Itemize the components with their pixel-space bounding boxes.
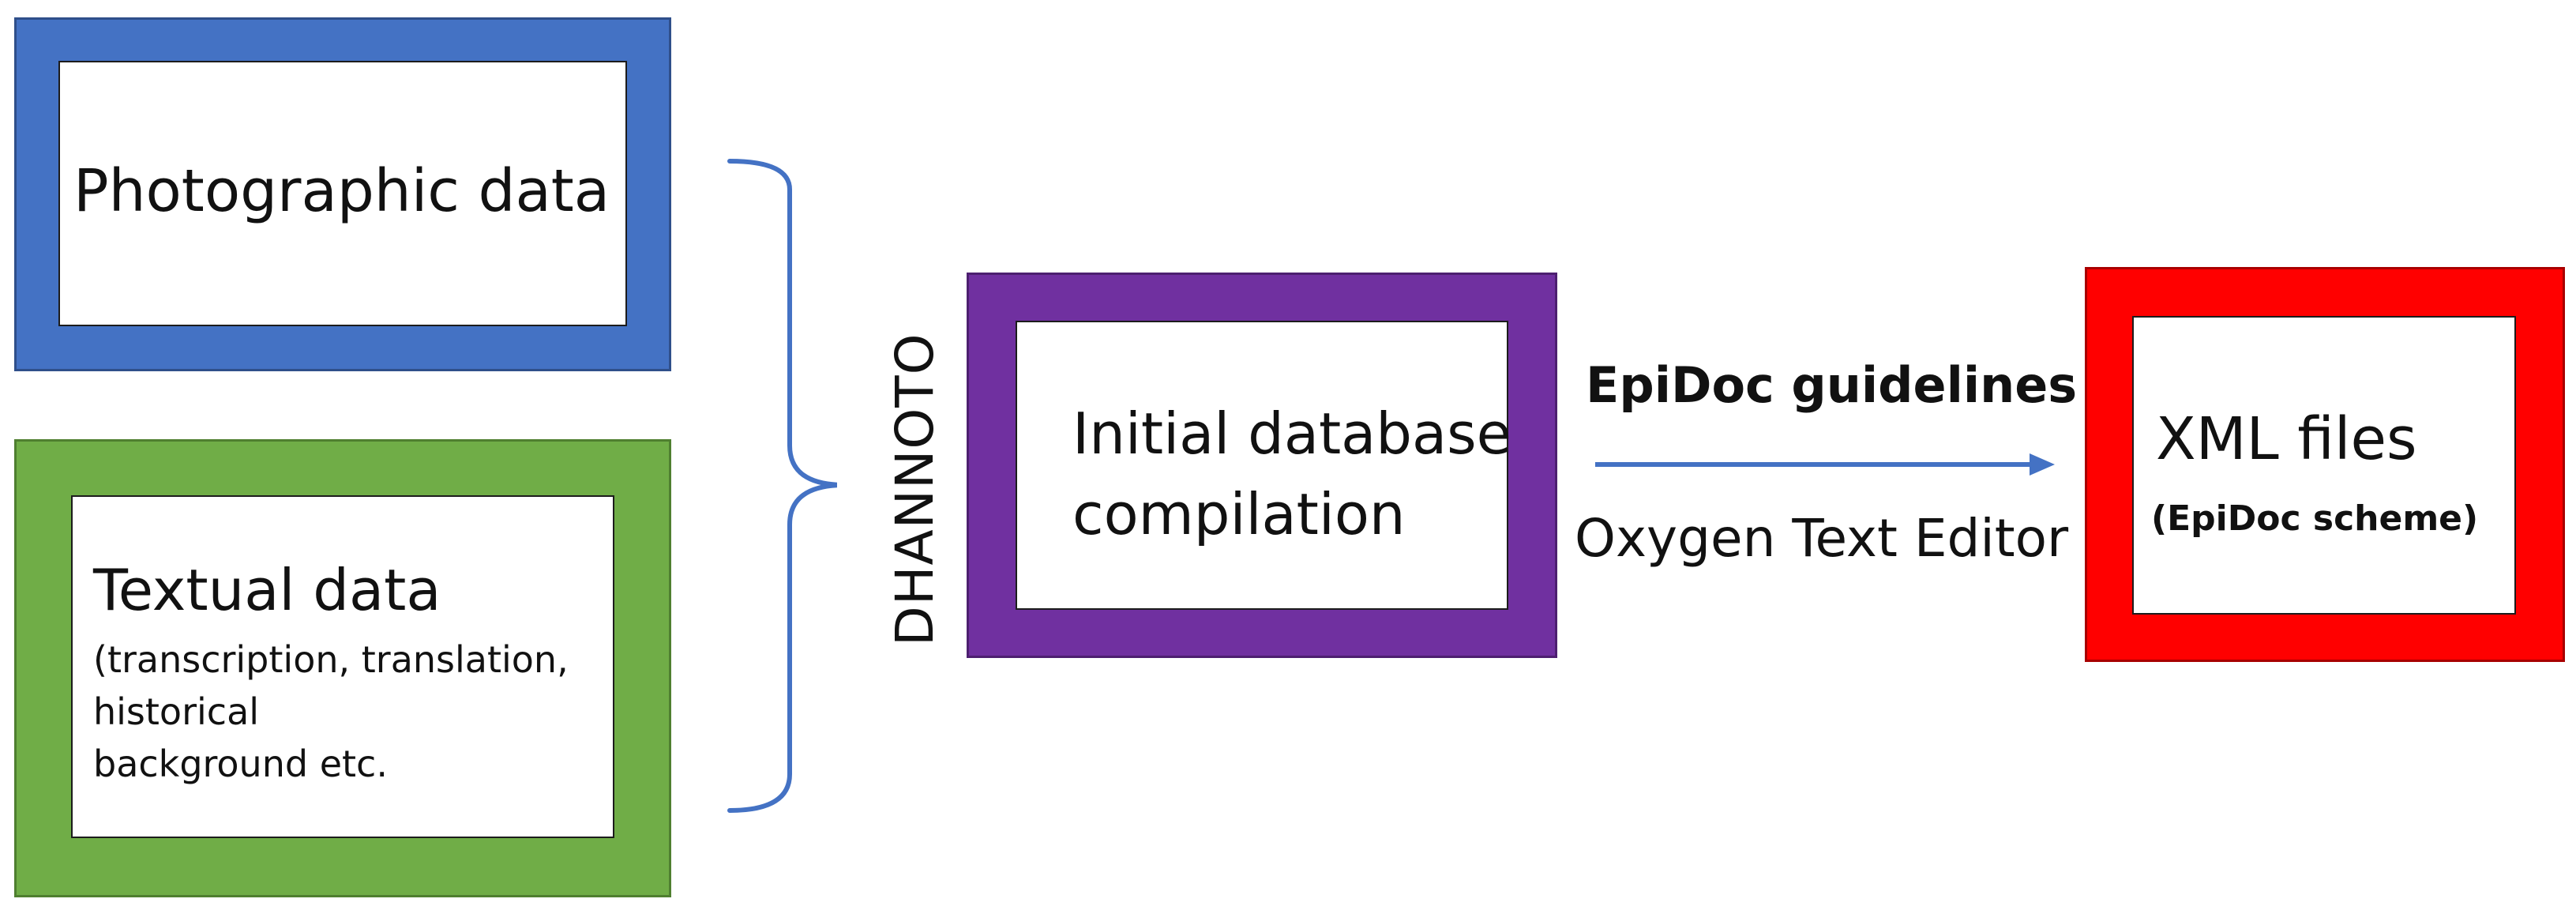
- process-arrow: [1595, 453, 2055, 476]
- dhannoto-vertical-label: DHANNOTO: [884, 333, 945, 646]
- textual-detail-line: background etc.: [93, 743, 388, 785]
- epidoc-scheme-label: (EpiDoc scheme): [2151, 498, 2479, 539]
- textual-detail-line: (transcription, translation,: [93, 638, 569, 681]
- database-compilation-label: Initial database compilation: [1072, 393, 1511, 555]
- curly-brace-connector: [727, 159, 837, 813]
- textual-detail-line: historical: [93, 690, 260, 733]
- xml-files-label: XML files: [2156, 405, 2417, 473]
- database-compilation-box: [1016, 321, 1508, 610]
- photographic-data-box: [58, 61, 627, 326]
- arrow-head: [2030, 453, 2055, 476]
- xml-files-box: [2132, 316, 2516, 615]
- textual-data-detail: (transcription, translation, historical …: [93, 634, 569, 790]
- database-label-line: Initial database: [1072, 400, 1511, 467]
- database-label-line: compilation: [1072, 481, 1406, 547]
- photographic-data-label: Photographic data: [73, 157, 610, 225]
- brace-path: [727, 159, 837, 813]
- oxygen-text-editor-label: Oxygen Text Editor: [1575, 508, 2069, 569]
- textual-data-label: Textual data: [93, 557, 441, 623]
- epidoc-guidelines-label: EpiDoc guidelines: [1586, 356, 2078, 414]
- textual-data-box: [71, 495, 614, 838]
